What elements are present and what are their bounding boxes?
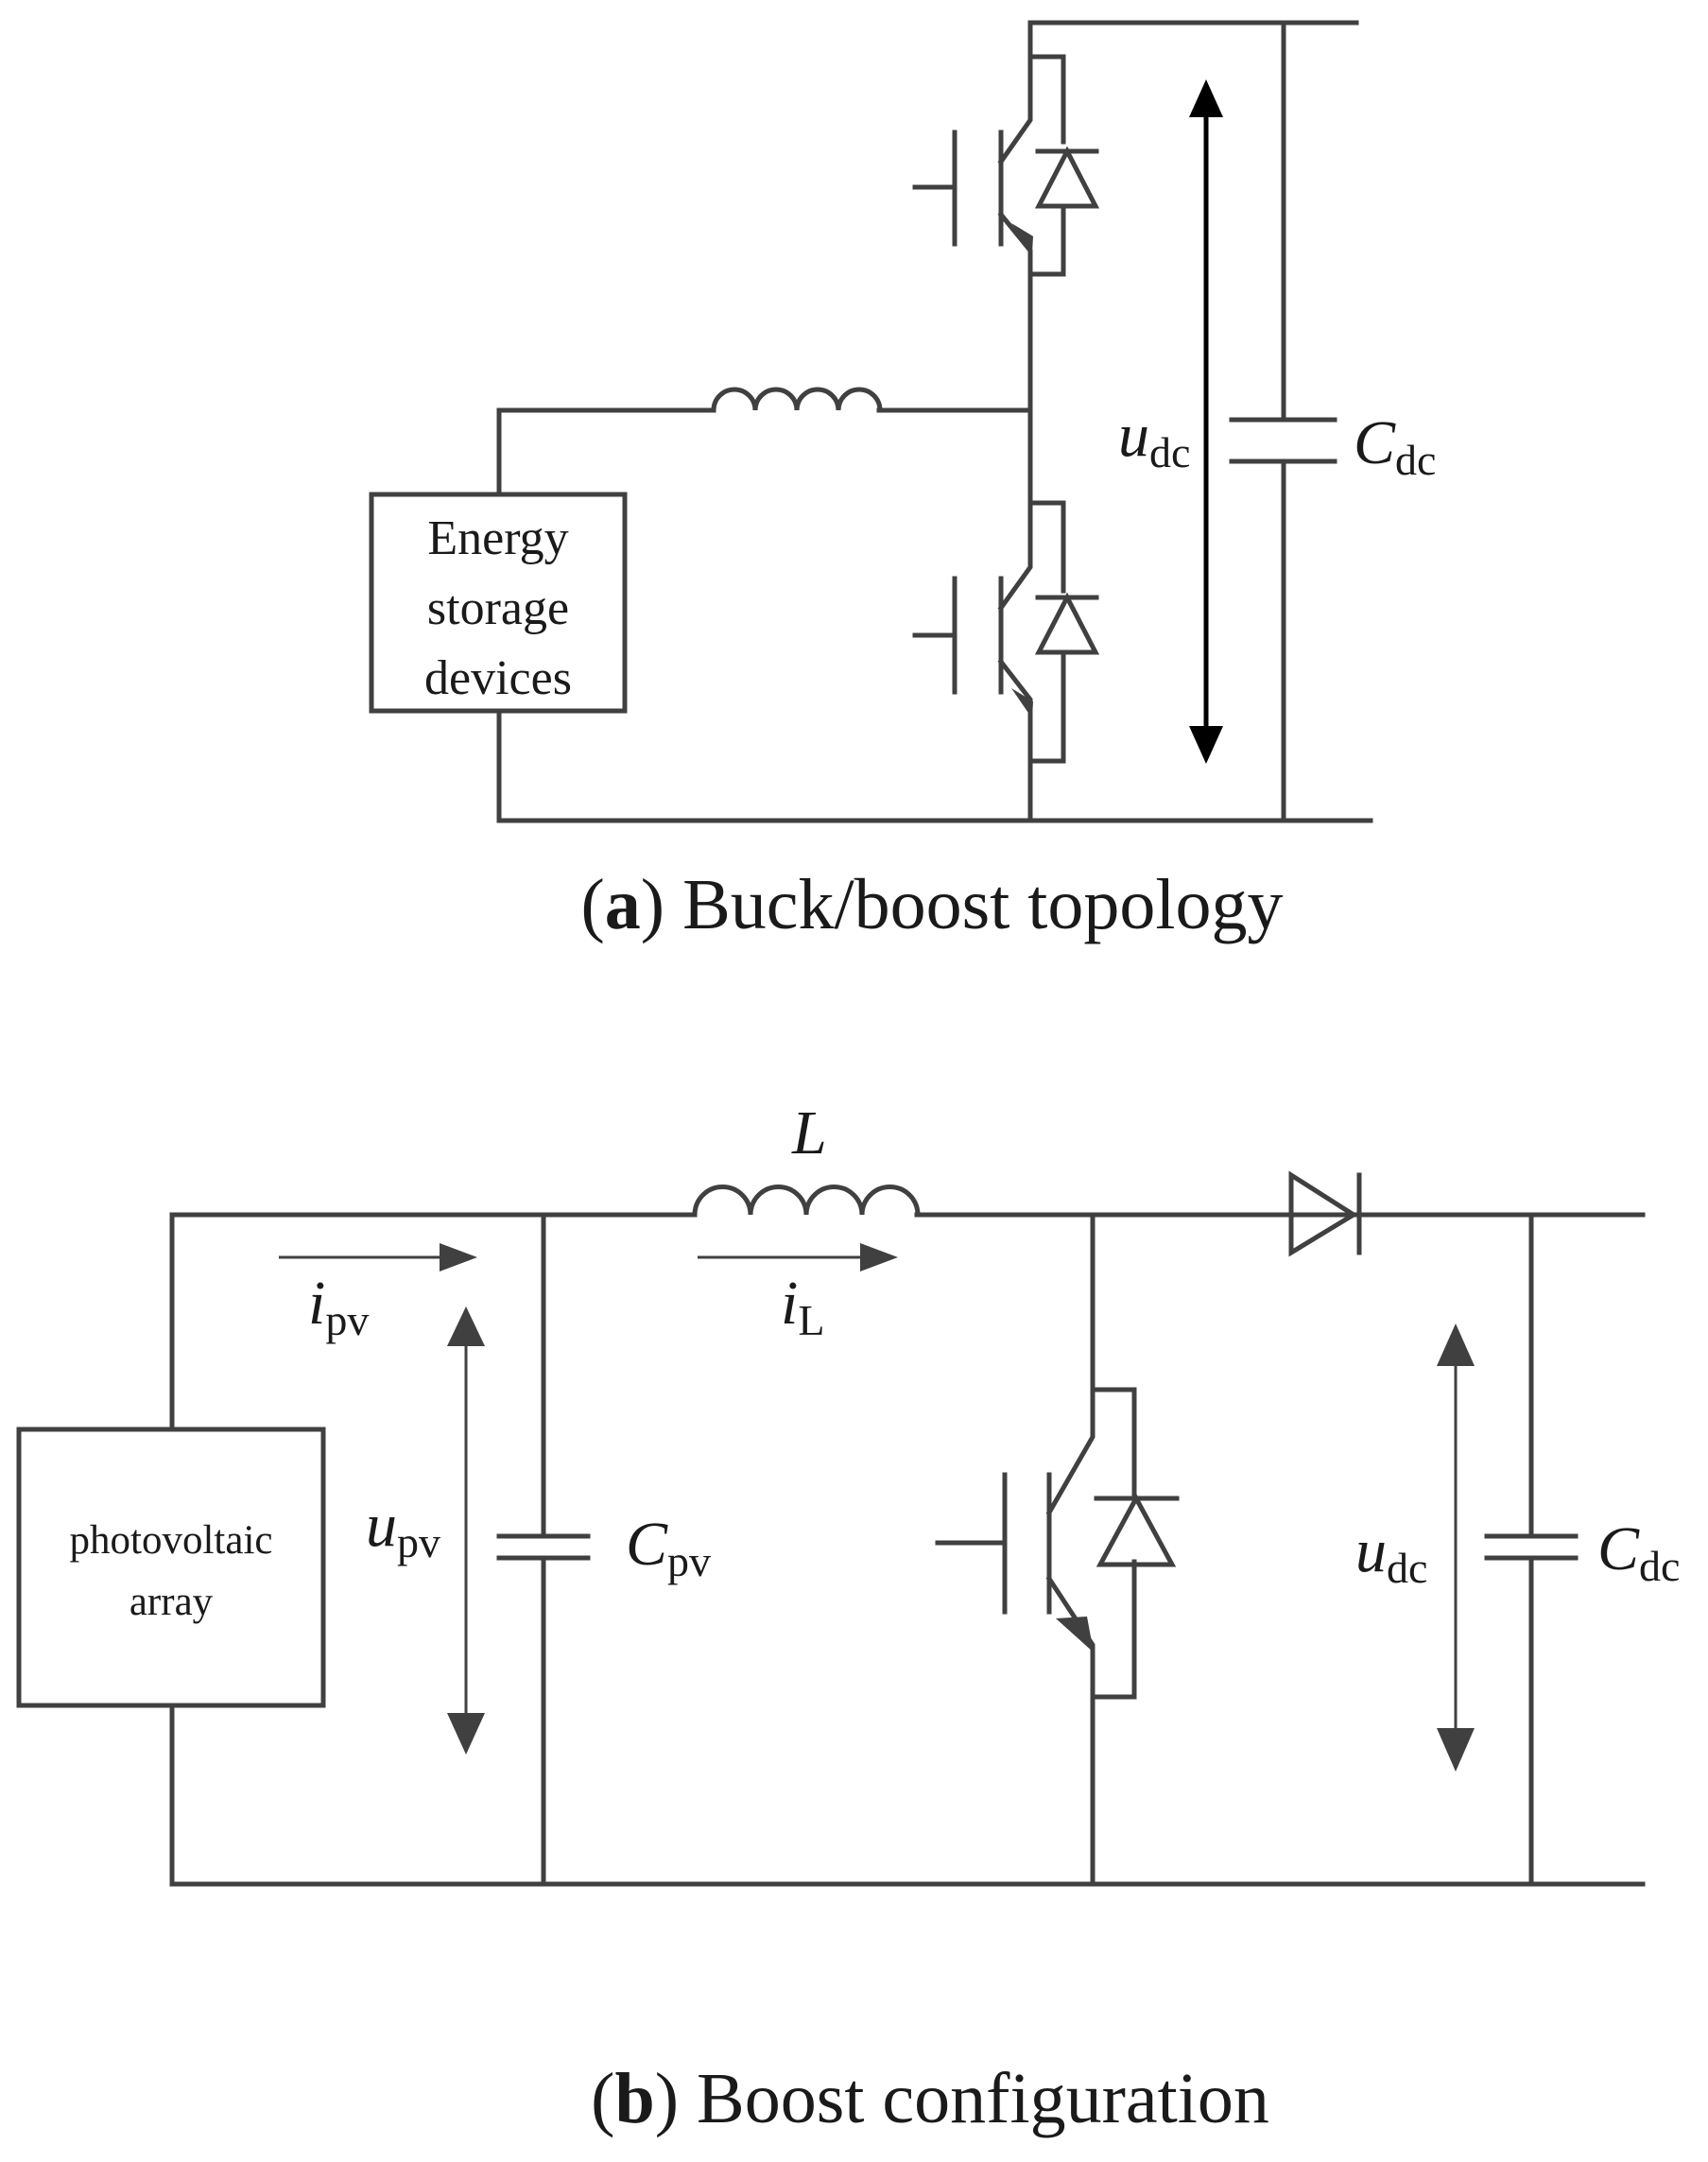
b-udc-arrow <box>1437 1323 1475 1772</box>
a-udc-label: udc <box>1118 401 1190 476</box>
b-capacitor-cpv <box>496 1533 591 1561</box>
a-box-line-1: Energy <box>427 511 568 565</box>
a-inductor <box>711 387 883 413</box>
b-photovoltaic-array-box <box>16 1427 326 1708</box>
b-inductor <box>692 1185 921 1218</box>
figure-b-boost: photovoltaic array L <box>16 1098 1680 2138</box>
b-il-arrow <box>698 1243 898 1271</box>
b-caption: (b) Boost configuration <box>591 2059 1269 2138</box>
b-box-line-2: array <box>129 1580 214 1624</box>
b-ipv-label: ipv <box>308 1269 369 1344</box>
a-box-line-3: devices <box>424 651 572 705</box>
a-upper-igbt-icon <box>912 54 1100 277</box>
a-udc-arrow <box>1189 79 1223 764</box>
b-igbt-icon <box>935 1387 1180 1700</box>
a-lower-igbt-icon <box>912 500 1100 764</box>
b-series-diode-icon <box>1287 1170 1362 1257</box>
b-ipv-arrow <box>279 1243 477 1271</box>
b-cdc-label: Cdc <box>1597 1514 1680 1590</box>
a-caption: (a) Buck/boost topology <box>580 865 1283 944</box>
b-cpv-label: Cpv <box>626 1510 711 1585</box>
a-box-line-2: storage <box>427 581 569 635</box>
b-upv-arrow <box>447 1306 485 1755</box>
b-capacitor-cdc <box>1484 1533 1579 1561</box>
a-cdc-label: Cdc <box>1354 408 1436 484</box>
b-udc-label: udc <box>1355 1516 1427 1592</box>
b-il-label: iL <box>781 1269 824 1344</box>
a-capacitor-cdc <box>1229 417 1337 464</box>
b-inductor-label: L <box>791 1098 827 1167</box>
figure-a-buck-boost: Energy storage devices <box>369 20 1436 944</box>
a-energy-storage-box <box>369 492 628 714</box>
b-upv-label: upv <box>366 1491 440 1566</box>
b-box-line-1: photovoltaic <box>70 1518 273 1563</box>
